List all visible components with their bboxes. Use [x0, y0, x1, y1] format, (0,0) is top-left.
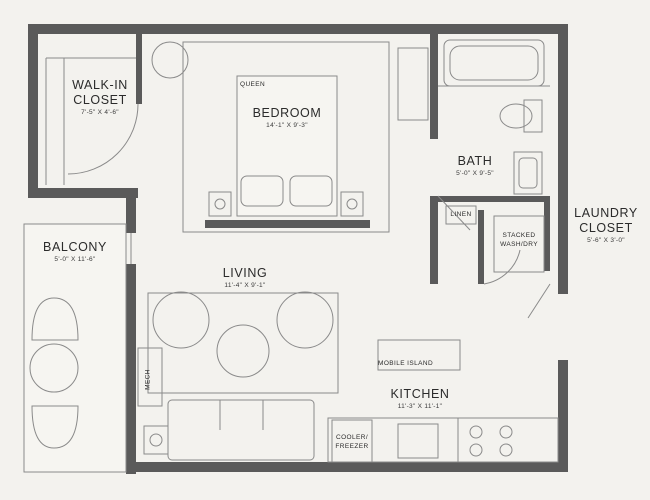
fixture-lines [23, 39, 559, 473]
bath-label: BATH [457, 154, 493, 168]
laundry-dims: 5'-6" X 3'-0" [587, 237, 625, 244]
bedroom-label: BEDROOM [252, 106, 322, 120]
bath-dims: 5'-0" X 9'-5" [456, 170, 494, 177]
bedroom-dims: 14'-1" X 9'-3" [266, 122, 308, 129]
washer-label-line2: WASH/DRY [500, 241, 538, 248]
mech-label: MECH [144, 369, 152, 390]
balcony-dims: 5'-0" X 11'-6" [54, 256, 96, 263]
washer-label-line1: STACKED [502, 232, 536, 239]
balcony-label: BALCONY [43, 240, 107, 254]
mobile-island-label: MOBILE ISLAND [378, 360, 434, 367]
queen-label: QUEEN [240, 81, 266, 88]
kitchen-dims: 11'-3" X 11'-1" [397, 403, 443, 410]
cooler-label-line1: COOLER/ [335, 434, 369, 441]
living-label: LIVING [222, 266, 268, 280]
walkin-label-line1: WALK-IN [72, 78, 128, 92]
walkin-dims: 7'-5" X 4'-6" [81, 109, 119, 116]
kitchen-label: KITCHEN [390, 387, 450, 401]
walkin-label-line2: CLOSET [73, 93, 127, 107]
walls [28, 24, 568, 474]
linen-label: LINEN [450, 211, 472, 218]
living-dims: 11'-4" X 9'-1" [224, 282, 266, 289]
laundry-label-line1: LAUNDRY [574, 206, 638, 220]
cooler-label-line2: FREEZER [335, 443, 369, 450]
laundry-label-line2: CLOSET [579, 221, 633, 235]
